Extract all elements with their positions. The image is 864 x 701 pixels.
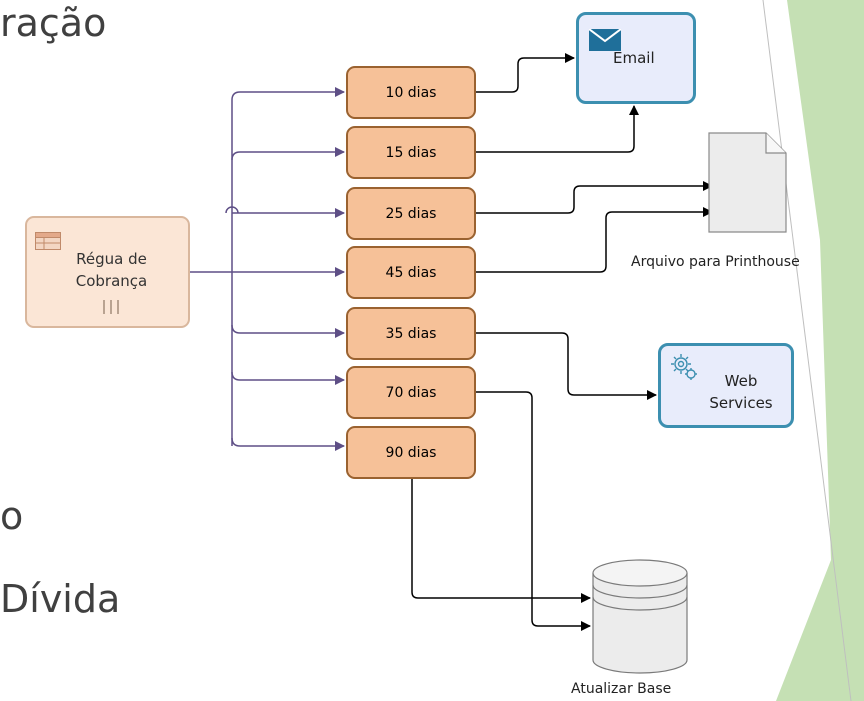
connectors-source (190, 87, 345, 451)
regua-label-line1: Régua de (76, 250, 147, 268)
parallel-marker-icon (103, 300, 119, 314)
day-node-35[interactable]: 35 dias (346, 307, 476, 360)
day-node-25[interactable]: 25 dias (346, 187, 476, 240)
database-icon (592, 559, 688, 674)
green-accent-light (776, 0, 864, 701)
email-label: Email (613, 49, 655, 67)
atualizar-base-label: Atualizar Base (571, 681, 672, 697)
slide-divider-line (762, 0, 852, 701)
slide-text-fragment-3: Dívida (0, 577, 121, 621)
day-node-10[interactable]: 10 dias (346, 66, 476, 119)
table-icon (35, 232, 61, 250)
web-services-line2: Services (709, 394, 773, 412)
regua-de-cobranca-node[interactable]: Régua de Cobrança (25, 216, 190, 328)
web-services-line1: Web (724, 372, 758, 390)
connector-hop (225, 206, 239, 214)
slide-text-fragment-1: ração (0, 1, 107, 45)
arquivo-printhouse-label: Arquivo para Printhouse (631, 254, 800, 270)
slide-text-fragment-2: o (0, 494, 24, 538)
day-node-45[interactable]: 45 dias (346, 246, 476, 299)
day-node-70[interactable]: 70 dias (346, 366, 476, 419)
envelope-icon (589, 29, 621, 51)
regua-label: Régua de Cobrança (69, 248, 154, 292)
web-services-node[interactable]: Web Services (658, 343, 794, 428)
email-node[interactable]: Email (576, 12, 696, 104)
day-node-90[interactable]: 90 dias (346, 426, 476, 479)
web-services-label: Web Services (701, 370, 781, 414)
document-icon (708, 132, 787, 233)
gear-icon (671, 354, 697, 380)
regua-label-line2: Cobrança (75, 272, 148, 290)
connectors-targets (411, 53, 713, 631)
day-node-15[interactable]: 15 dias (346, 126, 476, 179)
